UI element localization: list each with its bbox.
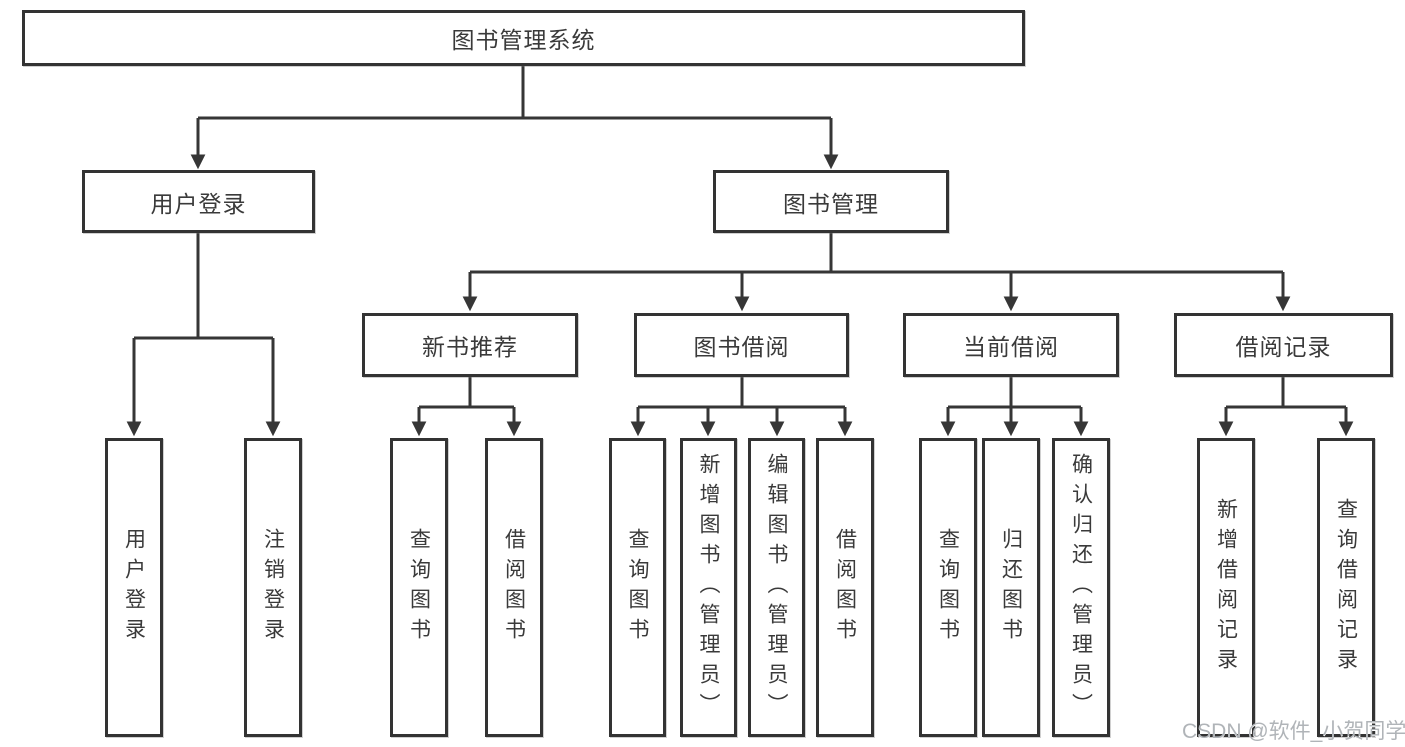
leaf-edit-books-admin: 编辑图书（管理员）: [748, 438, 805, 737]
node-current-borrow: 当前借阅: [903, 313, 1119, 377]
leaf-user-login-label: 用户登录: [122, 527, 146, 648]
leaf-return-books-label: 归还图书: [999, 527, 1023, 648]
node-book-borrow: 图书借阅: [634, 313, 849, 377]
leaf-add-borrow-record-label: 新增借阅记录: [1214, 497, 1238, 678]
leaf-recommend-query-books: 查询图书: [390, 438, 448, 737]
node-library-management-system: 图书管理系统: [22, 10, 1025, 66]
leaf-borrow-books: 借阅图书: [816, 438, 874, 737]
node-book-management: 图书管理: [713, 170, 949, 233]
node-current-borrow-label: 当前借阅: [963, 334, 1059, 360]
leaf-edit-books-admin-label: 编辑图书（管理员）: [765, 452, 788, 723]
node-borrow-records-label: 借阅记录: [1235, 334, 1332, 360]
leaf-recommend-borrow-books: 借阅图书: [485, 438, 543, 737]
csdn-watermark: CSDN @软件_小贺同学: [1182, 720, 1405, 743]
node-library-management-system-label: 图书管理系统: [451, 27, 596, 53]
leaf-user-login: 用户登录: [105, 438, 163, 737]
node-user-login: 用户登录: [82, 170, 315, 233]
leaf-recommend-query-books-label: 查询图书: [407, 527, 431, 648]
leaf-borrow-query-books: 查询图书: [609, 438, 666, 737]
leaf-query-borrow-record: 查询借阅记录: [1317, 438, 1375, 737]
node-book-borrow-label: 图书借阅: [693, 334, 790, 360]
node-new-book-recommend: 新书推荐: [362, 313, 578, 377]
node-user-login-label: 用户登录: [150, 190, 247, 217]
leaf-query-borrow-record-label: 查询借阅记录: [1334, 497, 1358, 678]
leaf-confirm-return-admin: 确认归还（管理员）: [1052, 438, 1110, 737]
leaf-add-books-admin-label: 新增图书（管理员）: [697, 452, 720, 723]
leaf-current-query-books: 查询图书: [919, 438, 977, 737]
leaf-confirm-return-admin-label: 确认归还（管理员）: [1069, 452, 1093, 723]
leaf-logout: 注销登录: [244, 438, 302, 737]
leaf-add-books-admin: 新增图书（管理员）: [680, 438, 737, 737]
leaf-borrow-books-label: 借阅图书: [833, 527, 857, 648]
node-new-book-recommend-label: 新书推荐: [422, 334, 518, 360]
leaf-borrow-query-books-label: 查询图书: [626, 527, 649, 648]
node-book-management-label: 图书管理: [783, 190, 879, 217]
leaf-recommend-borrow-books-label: 借阅图书: [502, 527, 526, 648]
leaf-return-books: 归还图书: [982, 438, 1040, 737]
leaf-logout-label: 注销登录: [261, 527, 285, 648]
leaf-add-borrow-record: 新增借阅记录: [1197, 438, 1255, 737]
leaf-current-query-books-label: 查询图书: [936, 527, 960, 648]
node-borrow-records: 借阅记录: [1174, 313, 1393, 377]
